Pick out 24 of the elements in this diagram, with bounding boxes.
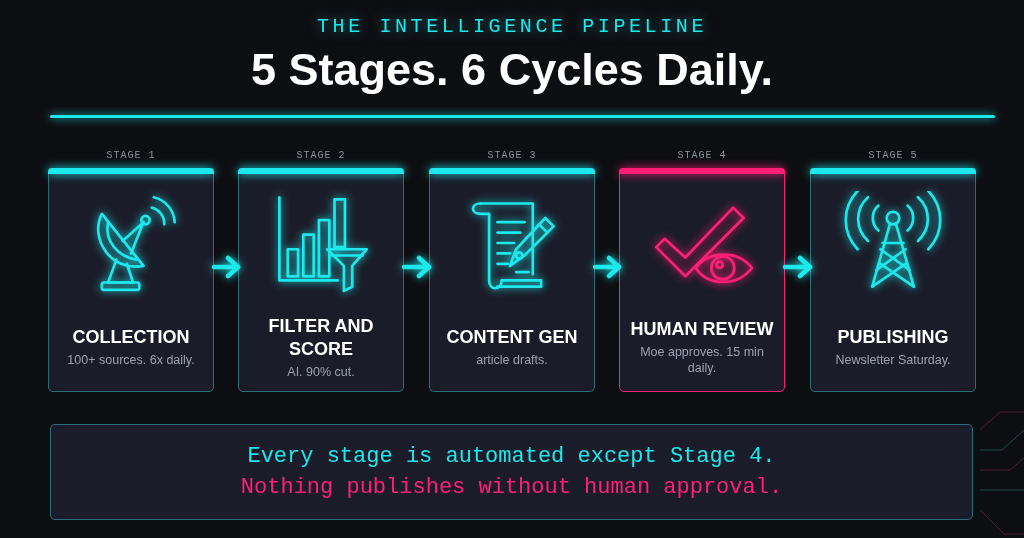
arrow <box>401 255 432 279</box>
stage-description: AI. 90% cut. <box>287 363 355 380</box>
summary-text: Every stage is automated except Stage 4. <box>247 443 776 471</box>
stage-title: COLLECTION <box>72 326 190 349</box>
stage-label: STAGE 2 <box>296 150 346 163</box>
arrow <box>782 255 813 279</box>
stage-description: 100+ sources. 6x daily. <box>67 352 195 368</box>
summary-panel <box>50 424 973 520</box>
stage-title: FILTER AND SCORE <box>267 314 375 361</box>
arrow <box>211 255 241 279</box>
stage-label: STAGE 3 <box>487 150 537 163</box>
stage-title: PUBLISHING <box>837 326 949 349</box>
summary-text: Nothing publishes without human approval. <box>240 474 783 502</box>
stage-label: STAGE 4 <box>677 150 727 163</box>
stage-title: CONTENT GEN <box>446 326 578 349</box>
stage-label: STAGE 5 <box>868 150 918 163</box>
stage-title: HUMAN REVIEW <box>630 318 774 341</box>
stage-description: article drafts. <box>476 352 548 368</box>
arrow <box>592 255 622 279</box>
stage-description: Newsletter Saturday. <box>835 352 951 368</box>
stage-description: Moe approves. 15 min daily. <box>639 344 765 376</box>
kicker-text: THE INTELLIGENCE PIPELINE <box>316 14 708 40</box>
stage-label: STAGE 1 <box>106 150 156 163</box>
title: 5 Stages. 6 Cycles Daily. <box>251 44 773 96</box>
